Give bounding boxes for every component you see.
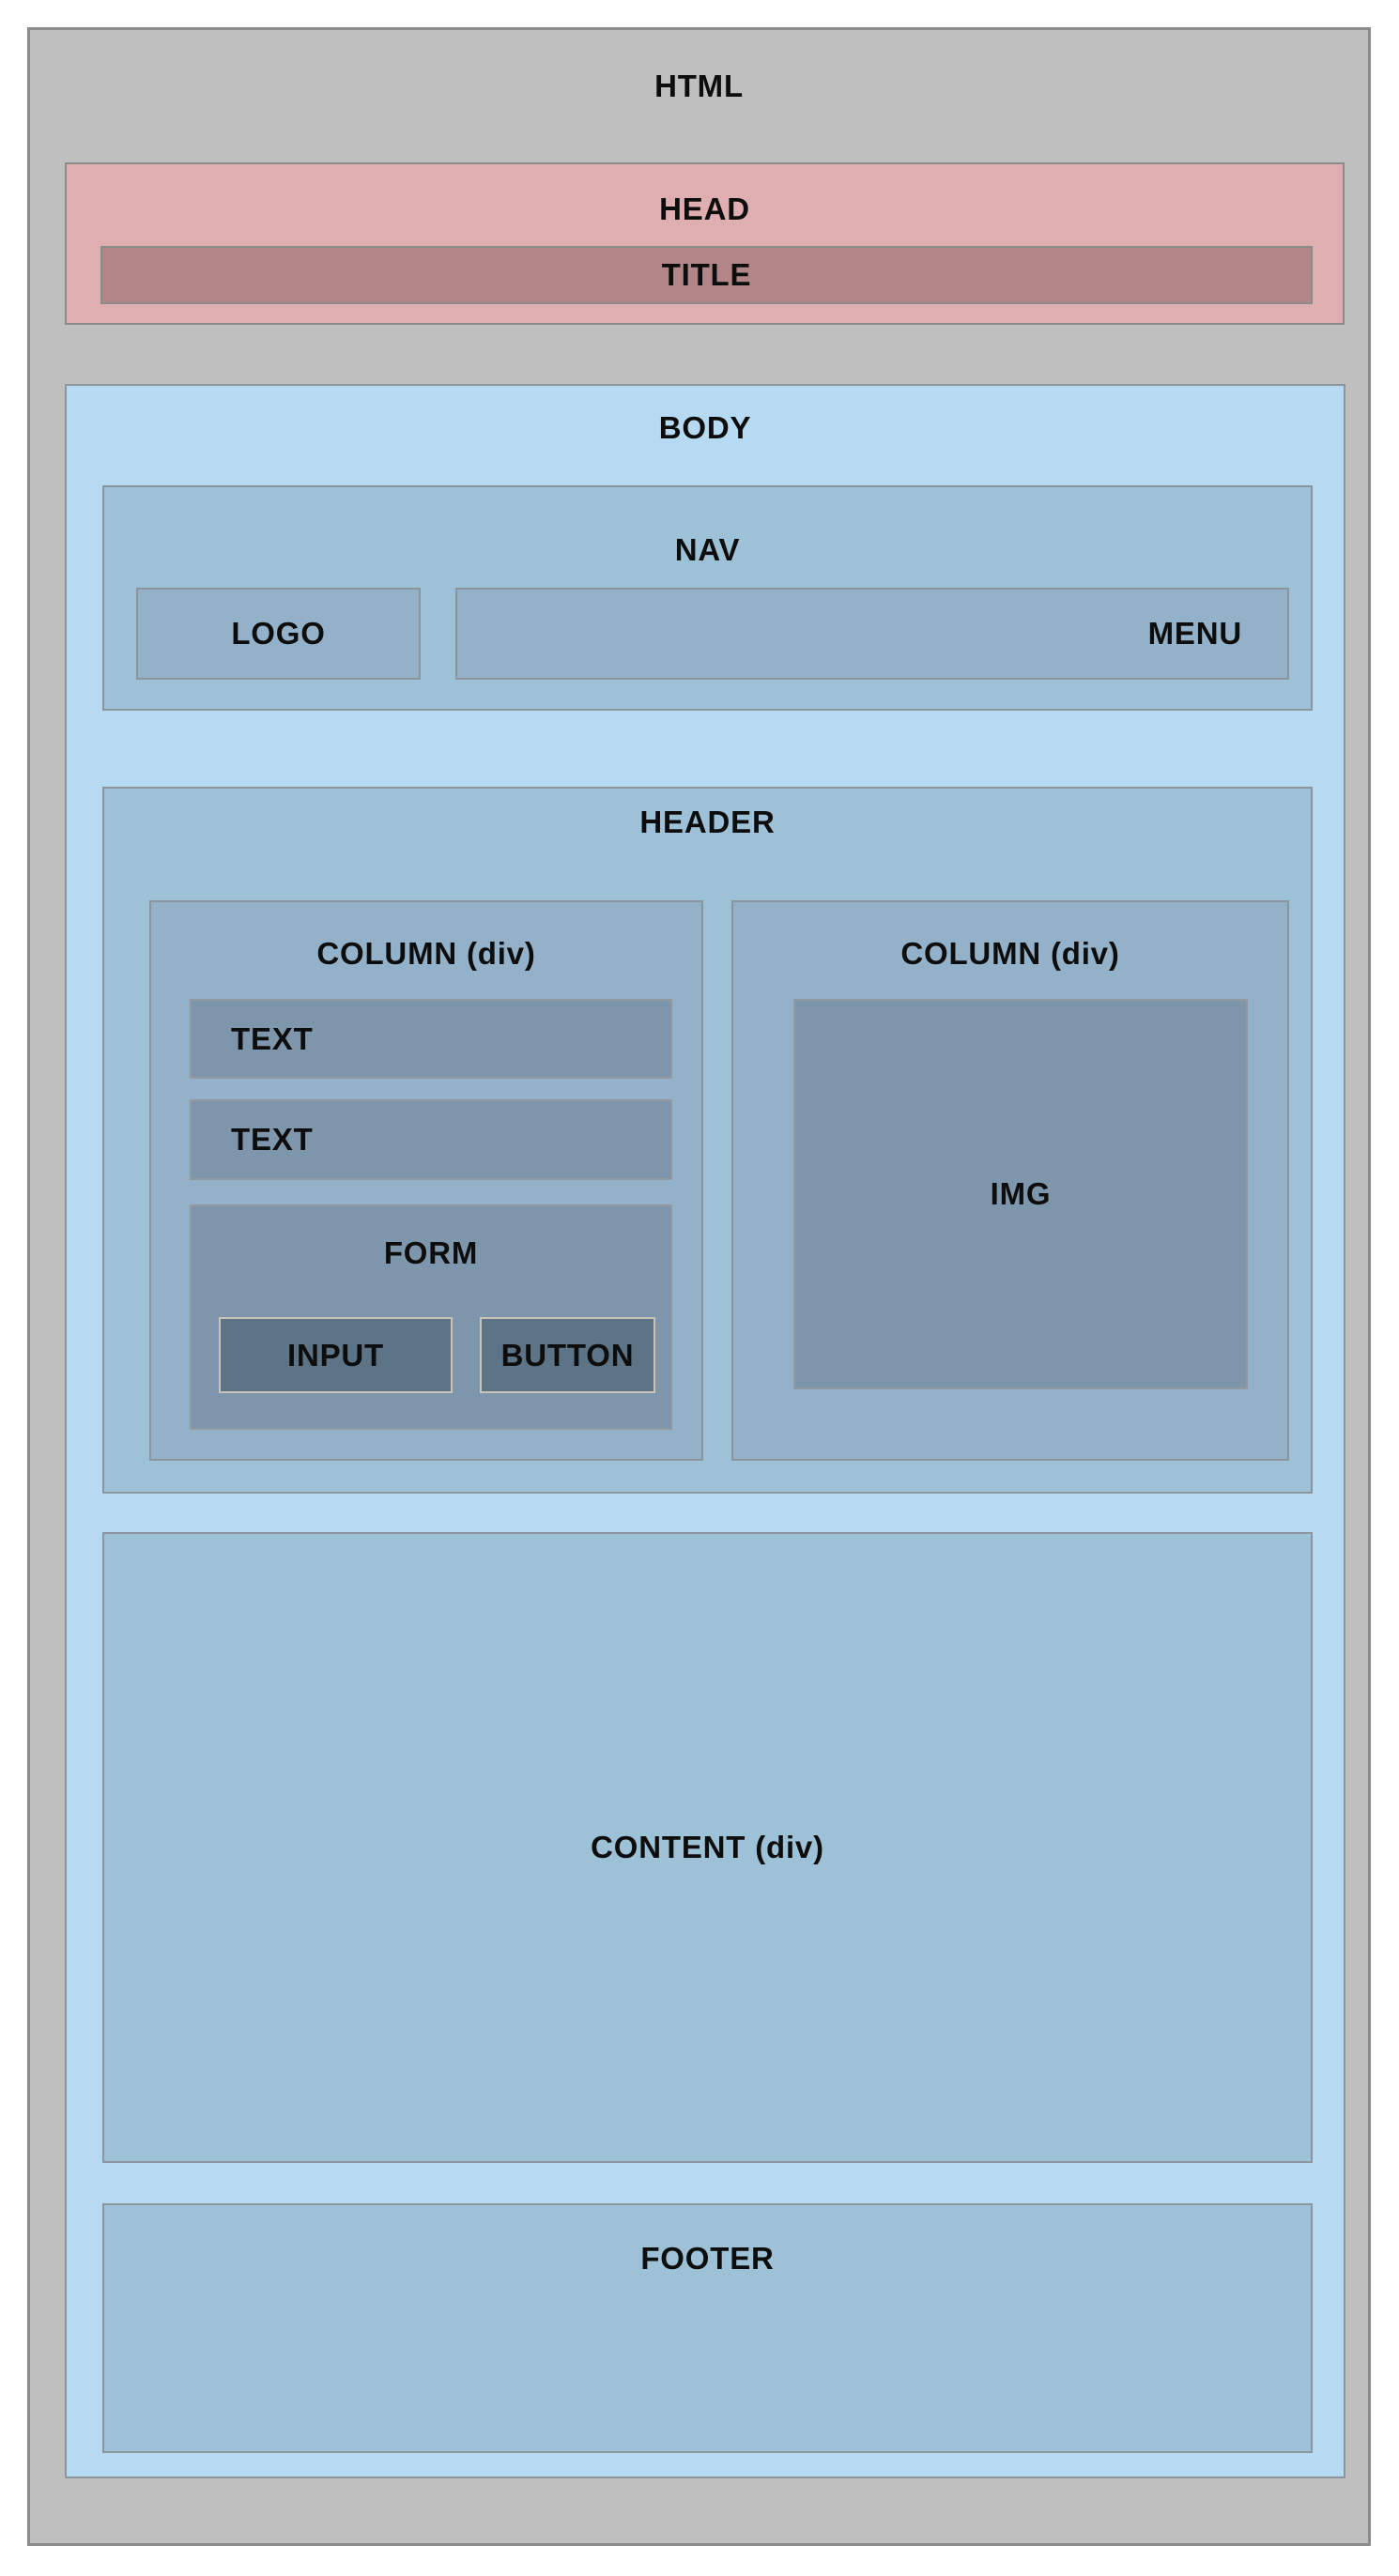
menu-block-box: MENU xyxy=(455,588,1289,680)
img-label: IMG xyxy=(990,1176,1052,1211)
form-label: FORM xyxy=(383,1235,479,1270)
title-element-box: TITLE xyxy=(100,246,1313,304)
right-column-box: COLUMN (div) IMG xyxy=(731,900,1289,1461)
right-column-label: COLUMN (div) xyxy=(900,936,1120,971)
footer-label: FOOTER xyxy=(640,2241,775,2276)
title-label: TITLE xyxy=(661,257,752,292)
logo-label: LOGO xyxy=(231,616,326,651)
input-element-box: INPUT xyxy=(219,1317,453,1393)
content-label: CONTENT (div) xyxy=(591,1830,824,1864)
nav-element-box: NAV LOGO MENU xyxy=(102,485,1313,711)
nav-label: NAV xyxy=(674,532,741,567)
input-label: INPUT xyxy=(287,1337,384,1372)
head-element-box: HEAD TITLE xyxy=(65,162,1345,325)
text-block-1-label: TEXT xyxy=(231,1020,314,1056)
text-block-2-label: TEXT xyxy=(231,1122,314,1157)
img-element-box: IMG xyxy=(793,999,1248,1389)
menu-label: MENU xyxy=(1147,616,1242,651)
left-column-box: COLUMN (div) TEXT TEXT FORM INPUT BUTTON xyxy=(149,900,703,1461)
text-block-1: TEXT xyxy=(190,999,672,1079)
body-label: BODY xyxy=(658,410,752,445)
text-block-2: TEXT xyxy=(190,1099,672,1180)
left-column-label: COLUMN (div) xyxy=(316,936,536,971)
logo-block-box: LOGO xyxy=(136,588,421,680)
body-element-box: BODY NAV LOGO MENU HEADER COLUMN (div) T… xyxy=(65,384,1345,2478)
footer-element-box: FOOTER xyxy=(102,2203,1313,2453)
header-label: HEADER xyxy=(639,805,776,839)
html-element-box: HTML HEAD TITLE BODY NAV LOGO MENU HEADE… xyxy=(27,27,1371,2546)
button-label: BUTTON xyxy=(500,1337,635,1372)
head-label: HEAD xyxy=(659,192,750,226)
button-element-box: BUTTON xyxy=(480,1317,655,1393)
form-element-box: FORM INPUT BUTTON xyxy=(190,1204,672,1430)
header-element-box: HEADER COLUMN (div) TEXT TEXT FORM INPUT xyxy=(102,787,1313,1494)
html-label: HTML xyxy=(654,69,744,103)
content-div-box: CONTENT (div) xyxy=(102,1532,1313,2163)
